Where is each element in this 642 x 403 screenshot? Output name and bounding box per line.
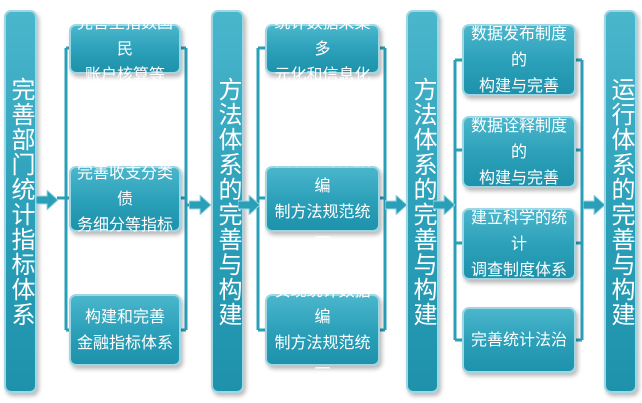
arrow-right-icon	[385, 195, 407, 215]
arrow-right-icon	[36, 190, 58, 210]
item-text-line: 构建与完善	[478, 168, 559, 187]
item-text-line: 实现统计数据编	[274, 281, 371, 326]
column-title-1: 完善部门统计指标体系	[7, 76, 35, 327]
item-box-g2-2: 实现统计数据编制方法规范统一	[265, 150, 380, 247]
item-text-line: 建立科学的统计	[470, 208, 567, 253]
column-title-3: 方法体系的完善与构建	[409, 76, 437, 327]
item-box-g3-4: 完善统计法治	[462, 307, 576, 373]
item-text-line: 完善生指数国民	[77, 13, 174, 58]
item-box-g2-3: 实现统计数据编制方法规范统一	[265, 281, 380, 378]
item-box-g3-3: 建立科学的统计调查制度体系	[462, 208, 576, 280]
item-text-line: 调查制度体系	[470, 260, 567, 279]
item-text-line: 数据诠释制度的	[470, 116, 567, 161]
column-title-2: 方法体系的完善与构建	[214, 76, 242, 327]
arrow-right-icon	[189, 195, 211, 215]
item-text-line: 元化和信息化	[274, 65, 371, 84]
item-box-g3-1: 数据发布制度的构建与完善	[462, 24, 576, 96]
column-box-4: 运行体系的完善与构建	[604, 10, 637, 393]
item-text-line: 构建和完善	[84, 307, 165, 326]
item-text-line: 账户核算等	[84, 65, 165, 84]
item-box-g1-3: 构建和完善金融指标体系	[69, 294, 181, 366]
item-text-line: 制方法规范统一	[274, 202, 371, 247]
arrow-right-icon	[238, 195, 260, 215]
item-text-line: 数据发布制度的	[470, 24, 567, 69]
item-text-line: 完善收支分类债	[77, 163, 174, 208]
item-box-g1-1: 完善生指数国民账户核算等	[69, 13, 181, 84]
item-box-g2-1: 统计数据采集多元化和信息化	[265, 13, 380, 84]
arrow-right-icon	[583, 195, 605, 215]
item-box-g3-2: 数据诠释制度的构建与完善	[462, 116, 576, 188]
column-title-4: 运行体系的完善与构建	[607, 76, 635, 327]
item-text-line: 制方法规范统一	[274, 333, 371, 378]
item-text-line: 构建与完善	[478, 76, 559, 95]
item-text-line: 完善统计法治	[470, 330, 567, 349]
arrow-right-icon	[433, 195, 455, 215]
item-text-line: 实现统计数据编	[274, 150, 371, 195]
item-box-g1-2: 完善收支分类债务细分等指标	[69, 163, 181, 234]
column-box-1: 完善部门统计指标体系	[4, 10, 37, 393]
item-text-line: 金融指标体系	[77, 333, 174, 352]
item-text-line: 务细分等指标	[77, 215, 174, 234]
item-text-line: 统计数据采集多	[274, 13, 371, 58]
